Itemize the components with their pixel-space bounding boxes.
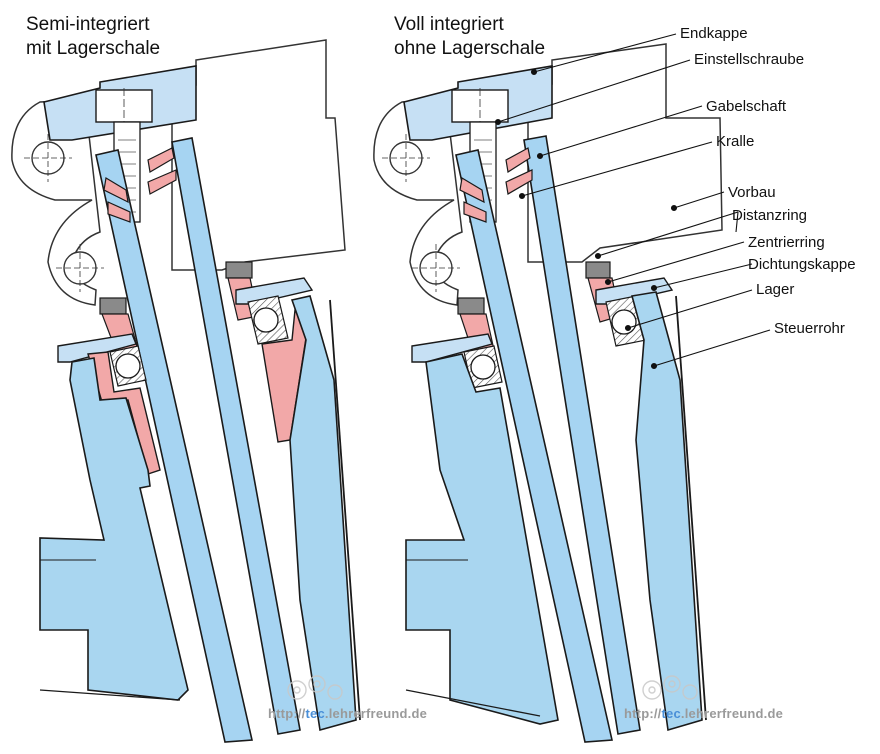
label-einstellschraube: Einstellschraube [694,51,805,68]
star-nut [459,147,533,223]
title-line: ohne Lagerschale [394,38,546,59]
watermark-right: http://tec.lehrerfreund.de [624,706,783,721]
spacer-ring [585,261,611,279]
title-line: mit Lagerschale [26,38,161,59]
label-endkappe: Endkappe [680,25,748,42]
seal-cap [411,333,493,363]
head-tube [630,291,703,732]
watermark-left: http://tec.lehrerfreund.de [268,706,427,721]
watermark-accent: tec [305,706,325,721]
fully-integrated-drawing [373,43,723,743]
label-gabelschaft: Gabelschaft [706,98,787,115]
spacer-ring [99,297,127,315]
head-tube [39,357,189,701]
semi-integrated-drawing [11,39,361,743]
watermark-gear-icon [287,675,698,700]
spacer-ring [457,297,485,315]
watermark-accent: tec [661,706,681,721]
label-zentrierring: Zentrierring [748,234,825,251]
watermark-prefix: http:// [268,706,306,721]
label-kralle: Kralle [716,133,755,150]
title-line: Semi-integriert [26,14,150,35]
label-distanzring: Distanzring [732,207,808,224]
steerer-tube-left-wall [455,149,613,743]
bearing [109,345,147,387]
title-line: Voll integriert [394,14,504,35]
steerer-tube-right-wall [171,137,301,735]
label-lager: Lager [756,281,795,298]
title-semi-integrated: Semi-integriert mit Lagerschale [26,13,160,61]
bearing [247,295,289,345]
star-nut [103,147,177,223]
watermark-suffix: .lehrerfreund.de [324,706,428,721]
title-fully-integrated: Voll integriert ohne Lagerschale [394,13,545,61]
spacer-ring [225,261,253,279]
watermark-prefix: http:// [624,706,662,721]
head-tube [289,295,357,732]
label-vorbau: Vorbau [728,184,776,201]
bearing [463,345,503,389]
label-dichtungskappe: Dichtungskappe [748,256,856,273]
steerer-tube-right-wall [523,135,641,735]
label-leader-lines [494,33,771,370]
steerer-tube-left-wall [95,149,253,743]
seal-cap [235,277,314,305]
head-tube [405,353,559,725]
label-steuerrohr: Steuerrohr [774,320,845,337]
watermark-suffix: .lehrerfreund.de [680,706,784,721]
